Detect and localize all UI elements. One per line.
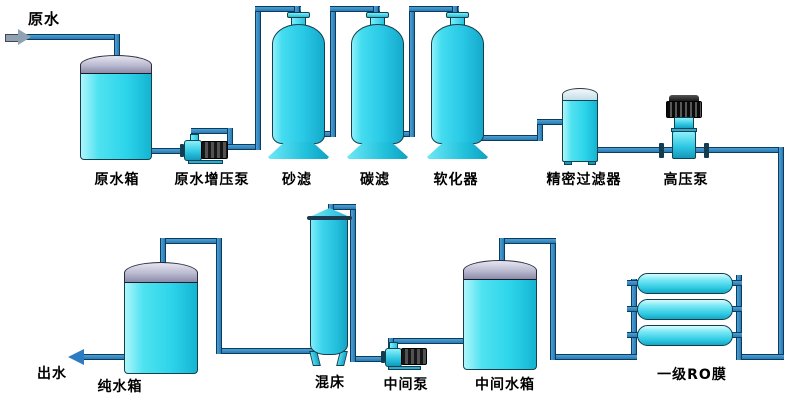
precision-filter-body [562,100,598,162]
pipe-booster-top [191,128,233,134]
mixed-bed-rim [307,216,352,220]
pure-water-tank [124,283,198,374]
label-booster-pump: 原水增压泵 [174,172,250,188]
ro-membrane-tube [637,325,733,346]
booster-pump-head [184,140,202,161]
pipe-bottom-left-ro [556,354,637,360]
booster-pump-base [188,160,223,164]
pipe-riser-mixed-bed [350,204,356,362]
outlet-arrow-head-icon [68,349,84,365]
label-ro-membrane: 一级RO膜 [657,367,727,383]
carbon-filter-neck [370,17,385,26]
intermediate-pump-head [385,348,402,367]
hp-pump-motor-fins [666,101,702,118]
intermediate-tank-dome [463,260,537,281]
ro-membrane-tube [637,299,733,320]
pipe-tank-to-booster [150,148,188,154]
pipe-mid-tank-out [388,338,466,344]
label-raw-water: 原水 [27,10,61,28]
pipe-top-carbon [330,6,380,12]
pipe-top-sand [255,6,301,12]
pipe-top-softener [409,6,459,12]
pipe-bottom-right-ro [740,354,784,360]
pipe-to-pure-tank [160,238,216,244]
booster-pump-motor [201,141,228,159]
label-mixed-bed: 混床 [315,375,345,391]
pipe-carbon-out [401,131,415,137]
pipe-ro-stub [627,332,639,338]
pipe-booster-drop [227,128,233,150]
pipe-softener-out [481,135,543,141]
pipe-into-raw-tank [114,34,120,62]
label-precision-filter: 精密过滤器 [546,172,622,188]
intermediate-pump-flange [381,351,385,363]
hp-pump-right-flange [704,143,709,158]
label-water-out: 出水 [37,366,67,382]
softener-skirt [427,142,488,159]
sand-filter-neck [291,17,306,26]
intermediate-tank [463,280,537,370]
pipe-raw-inlet [24,34,120,40]
pure-water-tank-dome [124,262,198,284]
ro-membrane-tube [637,273,733,294]
pipe-ro-stub [729,280,742,286]
carbon-filter-vessel [351,24,404,144]
mixed-bed-cone-top [311,208,348,218]
sand-filter-skirt [268,142,329,159]
pipe-into-precision [537,119,567,125]
intermediate-pump-base [388,366,421,370]
pipe-ro-stub [627,280,639,286]
pipe-riser-to-softener [409,6,415,137]
pipe-to-mid-tank [499,238,556,244]
pipe-ro-right-manifold [736,275,742,360]
pipe-sand-out [322,131,336,137]
inlet-arrow-head-icon [18,29,31,45]
softener-neck [450,17,465,26]
pipe-into-pure-tank [160,238,166,268]
label-high-pressure-pump: 高压泵 [663,172,709,188]
hp-pump-left-flange [659,143,664,158]
pipe-riser-to-sand [255,6,261,150]
pipe-ro-stub [729,332,742,338]
label-carbon-filter: 碳滤 [360,172,390,188]
hp-pump-body [672,131,696,159]
pipe-ro-left-manifold [631,279,637,360]
pipe-mixed-bed-out [216,348,313,354]
mixed-bed-vessel [310,220,348,355]
pipe-into-mid-tank [499,238,505,268]
intermediate-pump-motor [401,348,427,365]
label-pure-water-tank: 纯水箱 [97,379,143,395]
pipe-riser-mid-tank [550,238,556,360]
pipe-riser-pure-tank [216,238,222,354]
pipe-ro-stub [627,306,639,312]
raw-water-tank-dome [80,55,152,75]
softener-vessel [431,24,484,144]
sand-filter-vessel [272,24,325,144]
booster-pump-flange [180,144,184,157]
pipe-riser-to-carbon [330,6,336,137]
label-sand-filter: 砂滤 [282,172,312,188]
pipe-down-right [778,147,784,360]
label-raw-water-tank: 原水箱 [94,172,140,188]
label-intermediate-pump: 中间泵 [383,377,429,393]
label-softener: 软化器 [433,172,479,188]
pipe-top-mixed-bed [331,204,356,210]
pipe-pure-tank-out [84,354,126,360]
hp-pump-top-disc [669,95,699,102]
pipe-booster-out [227,144,261,150]
pipe-elbow-up [537,119,543,141]
carbon-filter-skirt [347,142,408,159]
label-intermediate-tank: 中间水箱 [475,377,535,393]
pipe-mid-pump-out [350,356,388,362]
raw-water-tank [80,74,152,160]
pipe-ro-stub [729,306,742,312]
